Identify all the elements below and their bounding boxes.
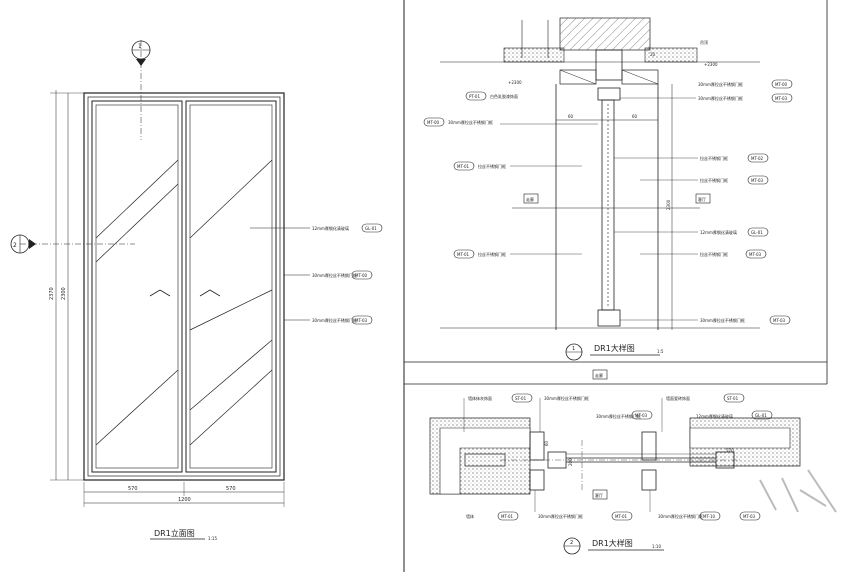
section-plan-callout-num: 2 bbox=[570, 540, 573, 546]
callout-2-label: 2 bbox=[13, 242, 17, 249]
plan-room-bottom: 客厅 bbox=[595, 492, 603, 498]
section-large-title: DR1大样图 bbox=[594, 343, 635, 353]
sec-left-note-1: 白色乳胶漆饰面 bbox=[490, 93, 518, 99]
plan-top-code-1: ST-01 bbox=[515, 396, 527, 401]
plan-top-note-5: 12mm厚钢化清玻璃 bbox=[696, 413, 733, 419]
section-plan-title: DR1大样图 bbox=[592, 538, 633, 548]
plan-bottom-code-3: MT-10 bbox=[703, 514, 716, 519]
elev-note-1: 12mm厚钢化清玻璃 bbox=[312, 225, 349, 231]
section-plan-view: 570 200 60 墙体抹灰饰面 ST-01 30mm厚拉丝不锈钢门框 30m… bbox=[429, 393, 801, 555]
plan-bottom-code-2: MT-01 bbox=[615, 514, 628, 519]
handle-right-icon bbox=[199, 289, 221, 297]
plan-dim-small: 60 bbox=[544, 440, 549, 446]
sec-right-code-5: GL-01 bbox=[751, 230, 763, 235]
plan-top-note-2: 30mm厚拉丝不锈钢门框 bbox=[544, 395, 589, 401]
door-leaf-right bbox=[185, 100, 277, 473]
plan-dim-leaf: 570 bbox=[726, 448, 734, 453]
handle-left-icon bbox=[149, 289, 161, 297]
sec-right-note-3: 拉丝不锈钢门框 bbox=[700, 155, 728, 161]
plan-top-code-4: ST-01 bbox=[727, 396, 739, 401]
plan-top-code-3: MT-03 bbox=[635, 413, 648, 418]
plan-bottom-note-2: 30mm厚拉丝不锈钢门框 bbox=[538, 513, 583, 519]
sec-right-code-3: MT-02 bbox=[751, 156, 764, 161]
section-large-scale: 1:5 bbox=[657, 349, 664, 354]
section-large-view: 60 60 2300 20 +2300 +2300 吊顶 走廊 客厅 PT-01… bbox=[423, 17, 793, 361]
sec-left-code-2: MT-00 bbox=[427, 120, 440, 125]
section-plan-scale: 1:10 bbox=[652, 544, 661, 549]
sec-right-code-1: MT-00 bbox=[775, 82, 788, 87]
sec-right-code-4: MT-03 bbox=[751, 178, 764, 183]
sec-right-note-6: 拉丝不锈钢门框 bbox=[700, 251, 728, 257]
sec-dim-left: 60 bbox=[568, 114, 574, 119]
plan-top-code-5: GL-01 bbox=[755, 413, 767, 418]
sec-dim-height: 2300 bbox=[666, 199, 671, 210]
plan-room-top: 走廊 bbox=[595, 372, 603, 378]
plan-top-note-4: 墙面瓷砖饰面 bbox=[666, 395, 690, 401]
sec-left-note-4: 拉丝不锈钢门框 bbox=[478, 251, 506, 257]
sec-left-note-2: 30mm厚拉丝不锈钢门框 bbox=[448, 119, 493, 125]
plan-dim-depth: 200 bbox=[568, 458, 573, 466]
plan-bottom-note-3: 30mm厚拉丝不锈钢门框 bbox=[658, 513, 703, 519]
sec-right-code-7: MT-03 bbox=[773, 318, 786, 323]
dim-total-width: 1200 bbox=[178, 497, 191, 503]
dim-leaf-left: 570 bbox=[128, 486, 138, 492]
plan-bottom-code-1: MT-01 bbox=[501, 514, 514, 519]
dim-leaf-right: 570 bbox=[226, 486, 236, 492]
sec-room-right: 客厅 bbox=[698, 196, 706, 202]
sec-right-note-2: 30mm厚拉丝不锈钢门框 bbox=[698, 95, 743, 101]
sec-right-code-6: MT-03 bbox=[749, 252, 762, 257]
elev-code-3: MT-03 bbox=[355, 318, 368, 323]
watermark-mark bbox=[759, 469, 837, 513]
sec-left-code-1: PT-01 bbox=[469, 94, 480, 99]
dim-height-2300: 2300 bbox=[61, 287, 67, 300]
sec-right-code-2: MT-03 bbox=[775, 96, 788, 101]
plan-top-note-3: 30mm厚拉丝不锈钢门框 bbox=[596, 413, 641, 419]
elevation-title: DR1立面图 bbox=[154, 528, 195, 538]
elev-note-3: 30mm厚拉丝不锈钢门框 bbox=[312, 317, 357, 323]
elevation-scale: 1:15 bbox=[208, 536, 217, 541]
section-large-callout-num: 1 bbox=[572, 346, 575, 352]
sec-room-left: 走廊 bbox=[526, 196, 534, 202]
sec-left-code-3: MT-01 bbox=[457, 164, 470, 169]
elevation-view: 1 2 2300 2370 570 570 1200 12mm厚钢化清玻璃 30… bbox=[10, 40, 383, 541]
elev-code-1: GL-01 bbox=[365, 226, 377, 231]
sec-right-note-4: 拉丝不锈钢门框 bbox=[700, 177, 728, 183]
plan-top-note-1: 墙体抹灰饰面 bbox=[468, 395, 492, 401]
sec-left-note-3: 拉丝不锈钢门框 bbox=[478, 163, 506, 169]
sec-dim-right: 60 bbox=[632, 114, 638, 119]
sec-ceiling-label: 吊顶 bbox=[700, 40, 708, 45]
elev-code-2: MT-00 bbox=[355, 273, 368, 278]
sec-right-note-5: 12mm厚钢化清玻璃 bbox=[700, 229, 737, 235]
sec-right-note-1: 30mm厚拉丝不锈钢门框 bbox=[698, 81, 743, 87]
dim-height-2370: 2370 bbox=[49, 287, 55, 300]
sec-left-code-4: MT-01 bbox=[457, 252, 470, 257]
callout-1-label: 1 bbox=[138, 43, 142, 50]
plan-bottom-code-4: MT-03 bbox=[743, 514, 756, 519]
plan-bottom-note-1: 墙体 bbox=[466, 513, 474, 519]
elev-note-2: 30mm厚拉丝不锈钢门框 bbox=[312, 272, 357, 278]
sec-level-left: +2300 bbox=[508, 80, 522, 85]
sec-right-note-7: 30mm厚拉丝不锈钢门框 bbox=[700, 317, 745, 323]
sec-level: +2300 bbox=[704, 62, 718, 67]
sec-dim-top: 20 bbox=[650, 52, 656, 57]
door-leaf-left bbox=[91, 100, 183, 473]
